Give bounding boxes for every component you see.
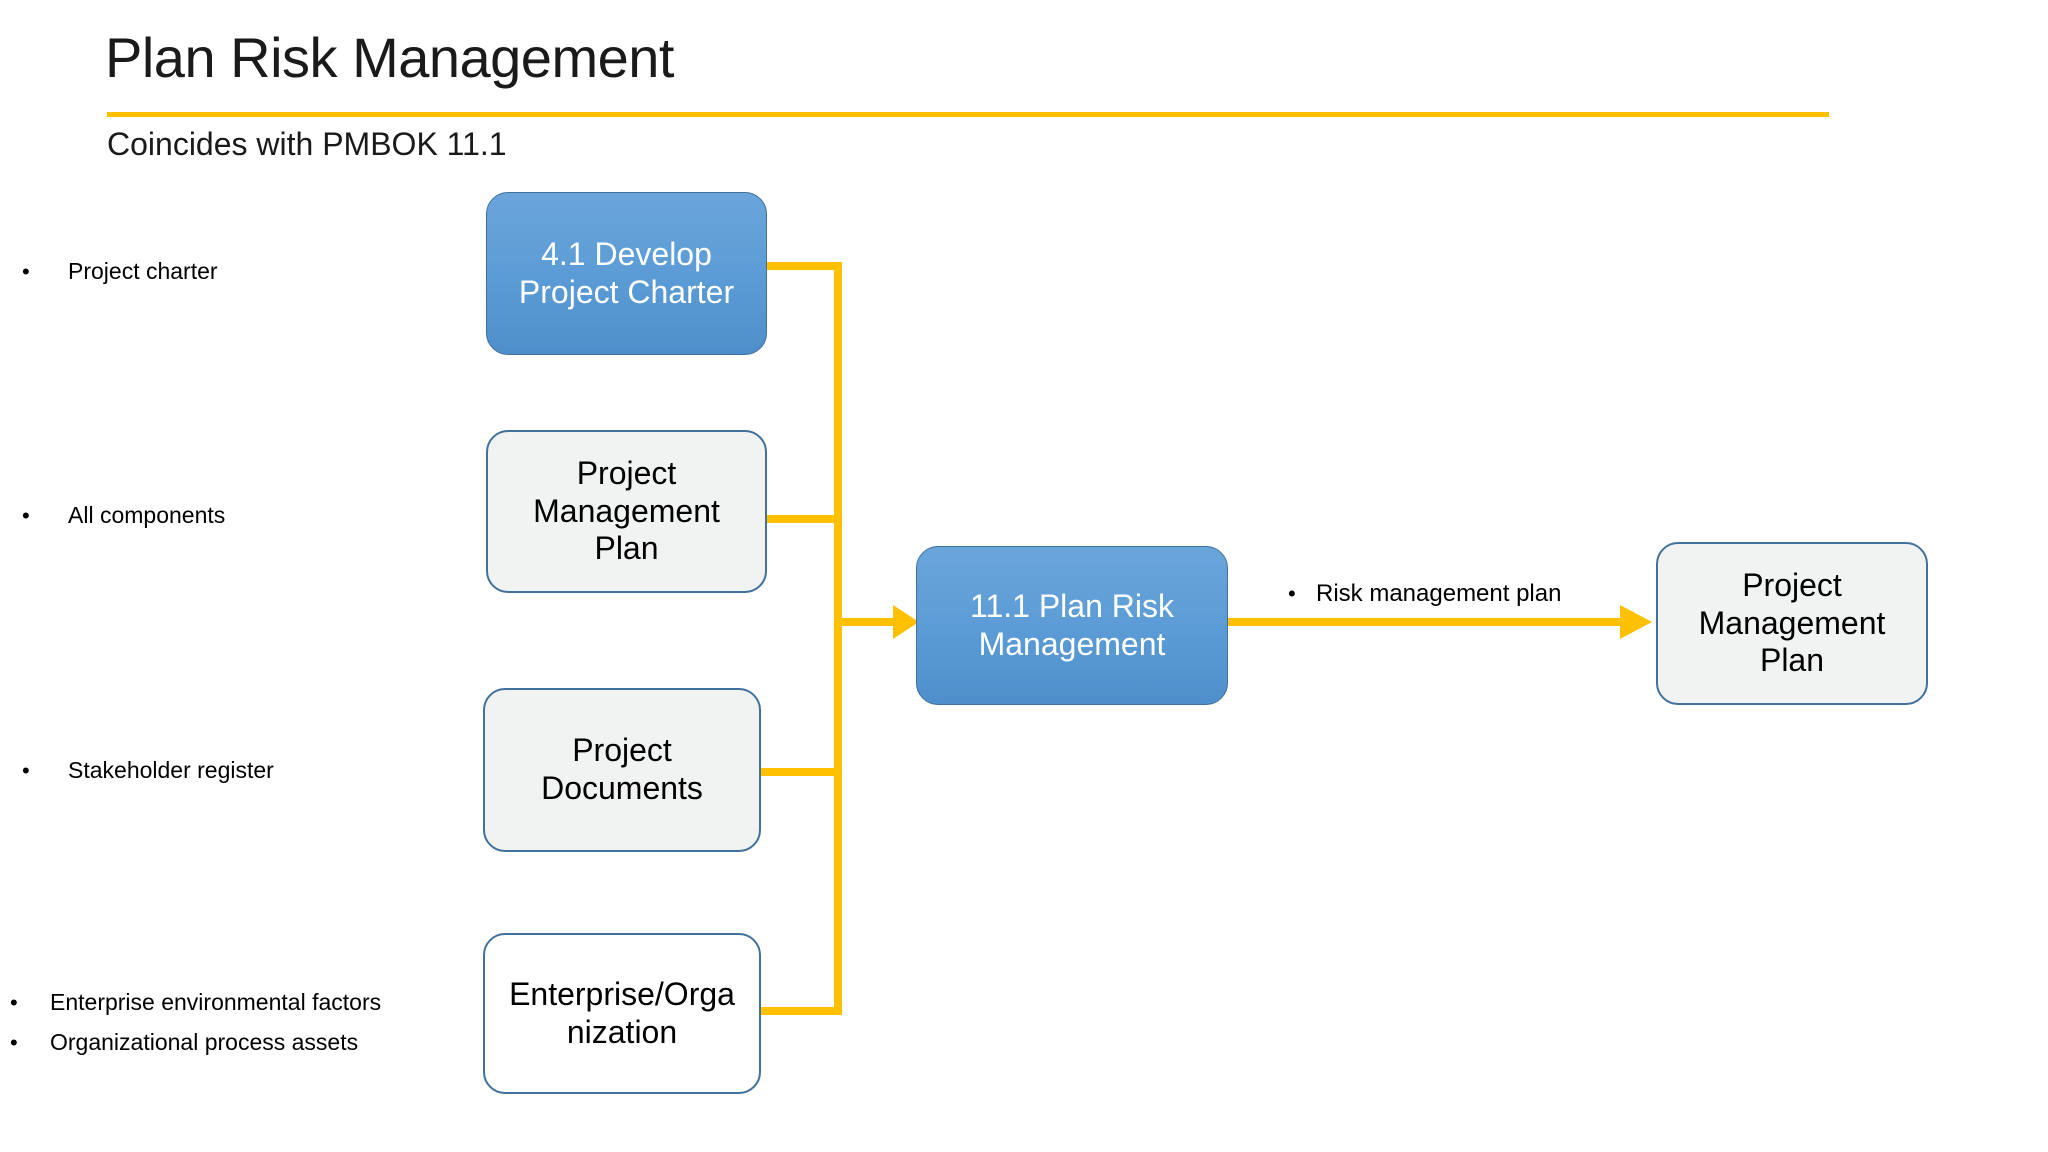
output-bullet-label: Risk management plan [1316, 580, 1562, 607]
bullet-dot-icon: • [22, 758, 30, 783]
connector-stub-pm-plan [763, 515, 842, 523]
input-bullet-organizational-process-assets: • Organizational process assets [10, 1029, 358, 1056]
connector-stub-develop-charter [763, 262, 842, 270]
input-bullet-project-charter: • Project charter [22, 258, 218, 285]
connector-to-output-plan [1228, 618, 1626, 626]
bullet-dot-icon: • [22, 503, 30, 528]
bullet-dot-icon: • [22, 259, 30, 284]
bullet-dot-icon: • [1288, 581, 1296, 606]
input-bullet-label: Enterprise environmental factors [50, 989, 382, 1015]
input-bullet-label: All components [68, 502, 226, 528]
page-title: Plan Risk Management [105, 26, 674, 89]
connector-into-plan-risk-management [834, 618, 900, 626]
connector-stub-enterprise-org [757, 1007, 842, 1015]
input-bullet-label: Project charter [68, 258, 218, 284]
output-bullet-risk-management-plan: • Risk management plan [1288, 580, 1561, 608]
input-bullet-label: Organizational process assets [50, 1029, 359, 1055]
arrowhead-to-output-plan-icon [1620, 605, 1652, 639]
connector-stub-project-documents [757, 768, 842, 776]
bullet-dot-icon: • [10, 990, 18, 1015]
input-bullet-enterprise-environmental-factors: • Enterprise environmental factors [10, 989, 381, 1016]
title-underline-rule [107, 112, 1829, 117]
bullet-dot-icon: • [10, 1030, 18, 1055]
input-bullet-label: Stakeholder register [68, 757, 274, 783]
arrowhead-into-plan-risk-management-icon [893, 605, 919, 639]
page-subtitle: Coincides with PMBOK 11.1 [107, 126, 507, 162]
connector-vertical-trunk [834, 262, 842, 1015]
input-bullet-all-components: • All components [22, 502, 225, 529]
input-bullet-stakeholder-register: • Stakeholder register [22, 757, 274, 784]
